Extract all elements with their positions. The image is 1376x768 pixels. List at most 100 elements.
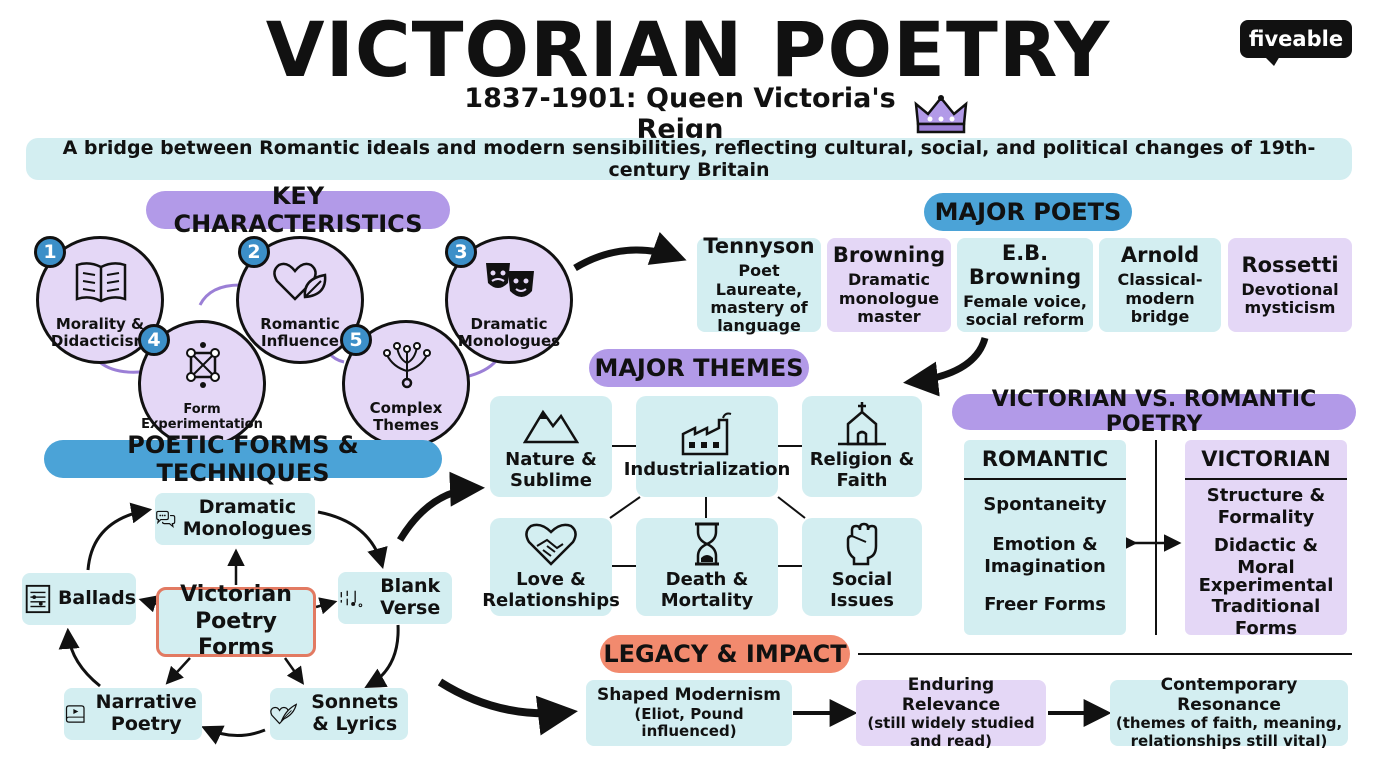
romantic-column: ROMANTIC Spontaneity Emotion & Imaginati… bbox=[964, 440, 1126, 635]
kc-label: Romantic Influence bbox=[260, 314, 340, 350]
book-icon bbox=[75, 262, 127, 303]
music-notes-icon bbox=[340, 590, 363, 608]
kc-label: Complex Themes bbox=[369, 398, 443, 434]
poet-name: Tennyson bbox=[703, 234, 815, 259]
poet-card-eb-browning: E.B. Browning Female voice, social refor… bbox=[957, 238, 1093, 332]
form-blank-verse: Blank Verse bbox=[338, 572, 452, 624]
kc-label: Morality & Didacticism bbox=[50, 314, 150, 350]
theme-label: Industrialization bbox=[623, 459, 791, 481]
quill-heart-icon bbox=[270, 703, 298, 725]
legacy-title: Enduring Relevance bbox=[901, 675, 1001, 715]
poet-name: E.B. Browning bbox=[968, 240, 1082, 289]
form-sonnets-lyrics: Sonnets & Lyrics bbox=[270, 688, 408, 740]
poet-name: Browning bbox=[832, 243, 946, 268]
raised-fist-icon bbox=[846, 523, 878, 566]
victorian-column: VICTORIAN Structure & Formality Didactic… bbox=[1185, 440, 1347, 639]
page-title: VICTORIAN POETRY bbox=[265, 4, 1111, 94]
speech-bubbles-icon bbox=[156, 510, 176, 529]
kc-label: Form Experimentation bbox=[141, 402, 263, 432]
crown-icon bbox=[914, 95, 968, 134]
arrow-to-poets bbox=[573, 231, 687, 272]
victorian-item: Structure & Formality bbox=[1206, 485, 1326, 528]
romantic-item: Emotion & Imagination bbox=[984, 534, 1106, 577]
legacy-card-resonance: Contemporary Resonance (themes of faith,… bbox=[1110, 675, 1348, 749]
page-subtitle: 1837-1901: Queen Victoria's Reign bbox=[464, 83, 896, 145]
mountain-icon bbox=[523, 409, 579, 444]
legacy-sub: (themes of faith, meaning, relationships… bbox=[1115, 714, 1343, 750]
romantic-title: ROMANTIC bbox=[981, 447, 1109, 471]
brand-logo-tail bbox=[1264, 56, 1280, 66]
arrow-poets-to-themes bbox=[903, 336, 989, 397]
poet-card-tennyson: Tennyson Poet Laureate, mastery of langu… bbox=[697, 234, 821, 335]
factory-icon bbox=[681, 412, 732, 456]
victorian-item: Didactic & Moral bbox=[1213, 535, 1319, 578]
key-characteristics-heading: KEY CHARACTERISTICS bbox=[146, 182, 450, 238]
legacy-heading: LEGACY & IMPACT bbox=[600, 635, 850, 673]
form-label: Sonnets & Lyrics bbox=[311, 691, 399, 735]
major-themes-heading: MAJOR THEMES bbox=[589, 349, 809, 387]
branching-icon bbox=[383, 342, 431, 389]
kc-number-badge: 4 bbox=[138, 324, 170, 356]
scroll-play-icon bbox=[65, 705, 85, 723]
legacy-title: Shaped Modernism bbox=[596, 684, 782, 705]
theme-card-industrialization: Industrialization bbox=[624, 396, 790, 497]
theme-card-social: Social Issues bbox=[802, 518, 922, 616]
poet-name: Arnold bbox=[1120, 243, 1200, 268]
theme-label: Nature & Sublime bbox=[505, 448, 597, 491]
nodes-icon bbox=[186, 342, 220, 388]
arrow-to-legacy bbox=[437, 678, 578, 736]
poet-desc: Female voice, social reform bbox=[963, 291, 1087, 329]
legacy-title: Contemporary Resonance bbox=[1160, 675, 1298, 715]
victorian-item: Experimental Traditional Forms bbox=[1198, 574, 1334, 639]
romantic-divider bbox=[964, 478, 1126, 480]
form-label: Blank Verse bbox=[380, 575, 441, 619]
heart-leaf-icon bbox=[273, 262, 327, 301]
theme-card-nature: Nature & Sublime bbox=[490, 396, 612, 497]
form-ballads: Ballads bbox=[22, 573, 136, 625]
kc-number-badge: 1 bbox=[34, 236, 66, 268]
hourglass-icon bbox=[695, 522, 719, 566]
poet-card-rossetti: Rossetti Devotional mysticism bbox=[1228, 238, 1352, 332]
kc-number-badge: 2 bbox=[238, 236, 270, 268]
romantic-item: Spontaneity bbox=[983, 494, 1107, 516]
victorian-divider bbox=[1185, 478, 1347, 480]
poet-desc: Poet Laureate, mastery of language bbox=[710, 261, 808, 336]
victorian-title: VICTORIAN bbox=[1201, 447, 1331, 471]
theme-label: Love & Relationships bbox=[482, 569, 620, 611]
form-label: Dramatic Monologues bbox=[182, 496, 313, 540]
theme-card-love: Love & Relationships bbox=[482, 518, 620, 616]
poet-card-browning: Browning Dramatic monologue master bbox=[827, 238, 951, 332]
theme-label: Religion & Faith bbox=[809, 448, 915, 491]
romantic-item: Freer Forms bbox=[984, 594, 1106, 616]
poet-desc: Devotional mysticism bbox=[1241, 279, 1339, 317]
poetic-forms-heading: POETIC FORMS & TECHNIQUES bbox=[44, 431, 442, 487]
major-poets-heading: MAJOR POETS bbox=[924, 193, 1132, 231]
theme-label: Social Issues bbox=[830, 569, 894, 611]
brand-logo: fiveable bbox=[1240, 20, 1352, 58]
poet-name: Rossetti bbox=[1241, 252, 1339, 277]
heart-handshake-icon bbox=[525, 523, 577, 567]
church-icon bbox=[838, 401, 886, 446]
theme-card-death: Death & Mortality bbox=[636, 518, 778, 616]
comparison-heading: VICTORIAN VS. ROMANTIC POETRY bbox=[952, 387, 1356, 437]
legacy-card-relevance: Enduring Relevance (still widely studied… bbox=[856, 675, 1046, 749]
legacy-card-modernism: Shaped Modernism (Eliot, Pound influence… bbox=[586, 680, 792, 746]
kc-link-4-2 bbox=[198, 283, 241, 306]
form-dramatic-monologues: Dramatic Monologues bbox=[155, 493, 315, 545]
forms-center-node: Victorian Poetry Forms bbox=[156, 582, 316, 660]
tagline-banner: A bridge between Romantic ideals and mod… bbox=[26, 137, 1352, 181]
poet-card-arnold: Arnold Classical-modern bridge bbox=[1099, 238, 1221, 332]
theater-masks-icon bbox=[486, 263, 534, 297]
form-label: Ballads bbox=[57, 587, 136, 610]
theme-card-religion: Religion & Faith bbox=[802, 396, 922, 497]
legacy-sub: (still widely studied and read) bbox=[867, 714, 1035, 750]
legacy-sub: (Eliot, Pound influenced) bbox=[634, 704, 744, 740]
kc-label: Dramatic Monologues bbox=[457, 314, 561, 350]
form-narrative-poetry: Narrative Poetry bbox=[64, 688, 202, 740]
arrow-forms-to-themes bbox=[396, 471, 485, 542]
kc-number-badge: 3 bbox=[445, 236, 477, 268]
kc-number-badge: 5 bbox=[340, 324, 372, 356]
theme-label: Death & Mortality bbox=[660, 569, 754, 611]
sheet-music-icon bbox=[25, 584, 51, 614]
